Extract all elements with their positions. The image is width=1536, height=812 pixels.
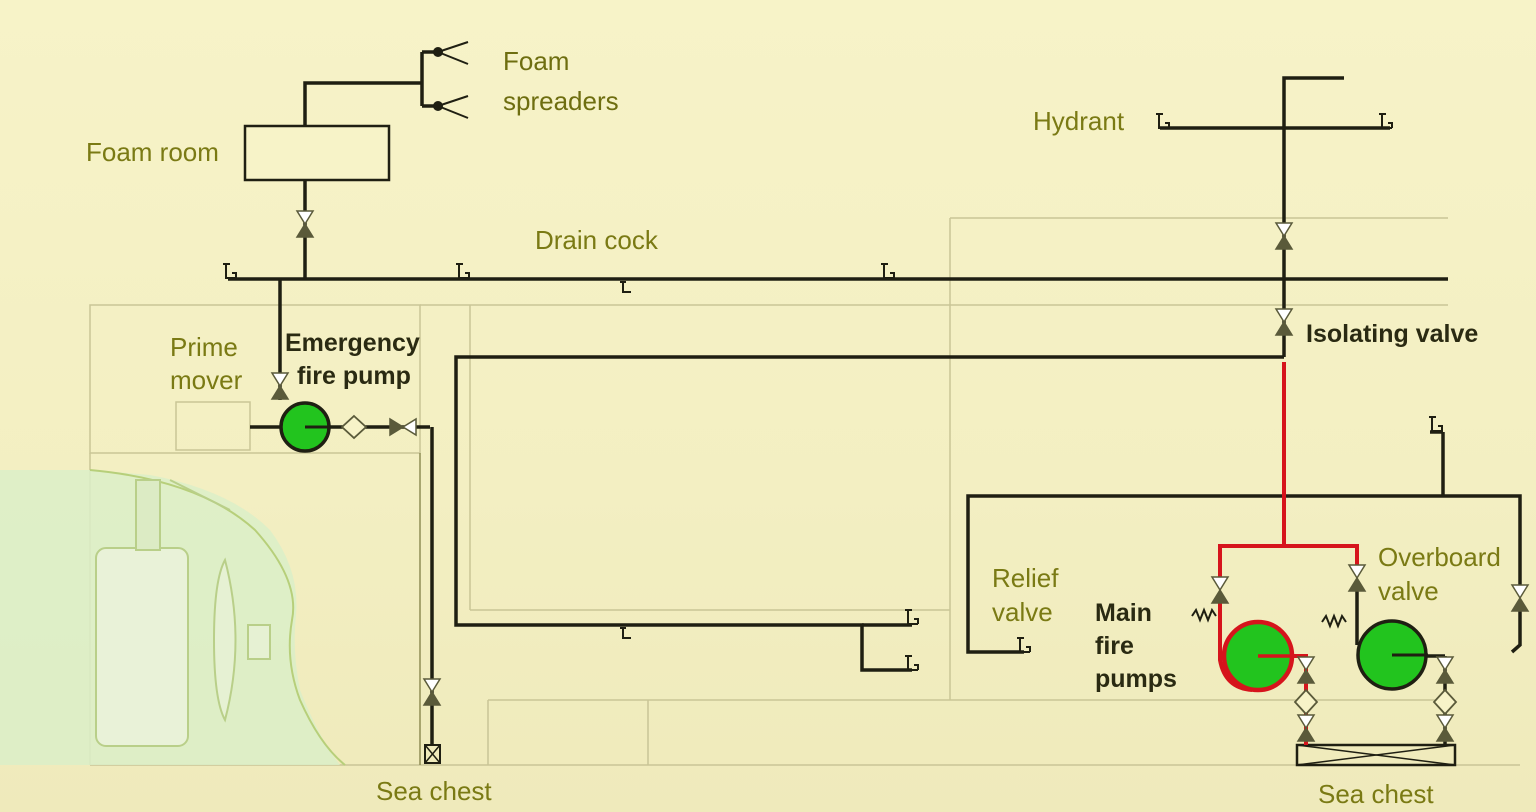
drain-cock-label: Drain cock — [535, 225, 659, 255]
drain-cock-icon — [880, 263, 895, 279]
drain-cock-icon — [904, 609, 919, 625]
foam-room-valve-icon — [296, 210, 314, 238]
isolating-valve-icon — [1275, 308, 1293, 336]
main-fire-pumps-label: fire — [1095, 632, 1134, 660]
drain-cock-icon — [222, 263, 237, 279]
pump-suction-valve-icon — [1297, 714, 1315, 742]
overboard-valve-label: Overboard — [1378, 542, 1501, 572]
relief-valve-icon — [1016, 637, 1031, 653]
relief-valve-label: valve — [992, 597, 1053, 627]
prime-mover-label: mover — [170, 365, 243, 395]
main-fire-pump-icon — [1356, 619, 1428, 691]
hydrant-valve-icon — [1378, 113, 1393, 129]
strainer-icon — [1432, 688, 1458, 716]
foam-room-box — [243, 124, 391, 182]
main-fire-pump-icon — [1221, 619, 1295, 693]
drain-cock-icon — [619, 281, 632, 293]
pump-discharge-valve-icon — [1348, 564, 1366, 592]
emergency-fire-pump-icon — [279, 401, 331, 453]
emergency-fire-pump-label: Emergency — [285, 329, 420, 357]
foam-spreader-nozzle-icon — [433, 95, 469, 119]
emergency-fire-pump-label: fire pump — [297, 362, 411, 390]
sea-suction-valve-icon — [423, 678, 441, 706]
drain-cock-icon — [1428, 416, 1443, 432]
foam-room-label: Foam room — [86, 137, 219, 167]
emergency-suction-valve-icon — [271, 372, 289, 400]
hydrant-valve-icon — [1155, 113, 1170, 129]
pump-discharge-valve-icon — [1211, 576, 1229, 604]
foam-spreaders-label: spreaders — [503, 86, 619, 116]
foam-spreaders-label: Foam — [503, 46, 569, 76]
overboard-valve-icon — [1511, 584, 1529, 612]
sea-chest-label: Sea chest — [376, 776, 492, 806]
main-fire-pumps-label: pumps — [1095, 665, 1177, 693]
fire-main-pipework — [228, 50, 1522, 767]
hydrant-riser-valve-icon — [1275, 222, 1293, 250]
strainer-icon — [1293, 688, 1319, 716]
hydrant-label: Hydrant — [1033, 106, 1125, 136]
main-fire-pumps-label: Main — [1095, 599, 1152, 627]
prime-mover-label: Prime — [170, 332, 238, 362]
engine-propeller-area — [0, 469, 346, 766]
pump-suction-valve-icon — [1297, 656, 1315, 684]
foam-spreader-nozzle-icon — [433, 41, 469, 65]
drain-cock-icon — [619, 627, 632, 639]
overboard-valve-label: valve — [1378, 576, 1439, 606]
relief-spring-icon — [1191, 607, 1217, 623]
strainer-icon — [340, 414, 368, 440]
drain-cock-icon — [904, 655, 919, 671]
emergency-discharge-valve-icon — [389, 418, 417, 436]
pump-suction-valve-icon — [1436, 656, 1454, 684]
relief-spring-icon — [1321, 613, 1347, 629]
drain-cock-icon — [455, 263, 470, 279]
pump-suction-valve-icon — [1436, 714, 1454, 742]
sea-chest-label: Sea chest — [1318, 779, 1434, 809]
relief-valve-label: Relief — [992, 563, 1059, 593]
isolating-valve-label: Isolating valve — [1306, 320, 1478, 348]
